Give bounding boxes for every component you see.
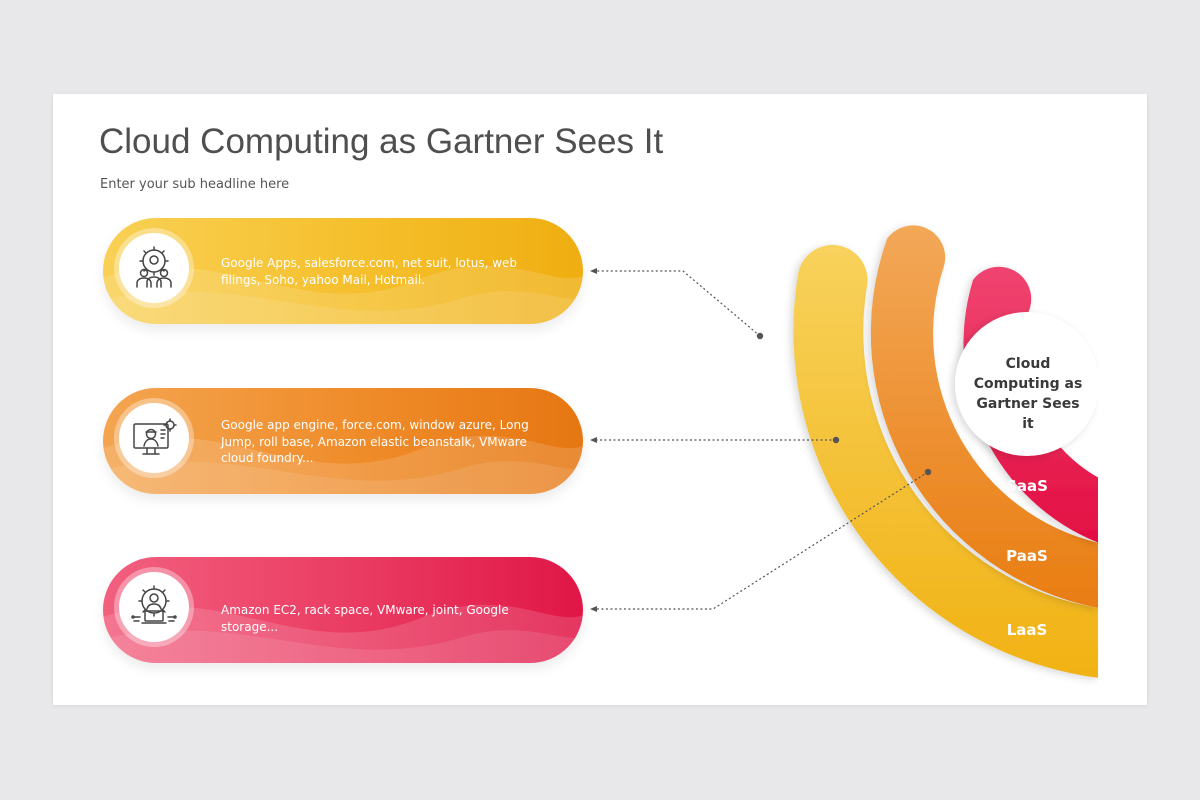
paas-label: PaaS xyxy=(1006,547,1048,565)
gear-team-icon xyxy=(119,233,189,303)
connector-dot xyxy=(832,436,840,444)
slide-subtitle: Enter your sub headline here xyxy=(100,177,290,192)
laas-ring xyxy=(793,245,1098,678)
saas-examples-text: Google Apps, salesforce.com, net suit, l… xyxy=(221,256,518,287)
laas-label: LaaS xyxy=(1006,621,1048,639)
laas-examples-pill: Amazon EC2, rack space, VMware, joint, G… xyxy=(103,557,583,663)
arrowhead xyxy=(590,606,597,612)
connector-saas xyxy=(594,471,929,610)
connector-laas xyxy=(594,270,761,337)
saas-label: SaaS xyxy=(1006,477,1048,495)
paas-examples-pill: Google app engine, force.com, window azu… xyxy=(103,388,583,494)
laas-examples-text: Amazon EC2, rack space, VMware, joint, G… xyxy=(221,603,509,634)
wave-decoration xyxy=(103,435,583,494)
saas-examples-pill: Google Apps, salesforce.com, net suit, l… xyxy=(103,218,583,324)
connector-dot xyxy=(924,468,932,476)
gear-laptop-user-icon xyxy=(119,572,189,642)
wave-decoration xyxy=(103,604,583,663)
developer-monitor-icon xyxy=(119,403,189,473)
arrowhead xyxy=(590,437,597,443)
slide: Cloud Computing as Gartner Sees It Enter… xyxy=(53,94,1147,705)
paas-examples-text: Google app engine, force.com, window azu… xyxy=(221,418,529,465)
wave-decoration xyxy=(103,265,583,324)
center-label: Cloud Computing as Gartner Sees it xyxy=(973,356,1083,432)
connector-dot xyxy=(756,332,764,340)
slide-title: Cloud Computing as Gartner Sees It xyxy=(99,122,664,161)
arrowhead xyxy=(590,268,597,274)
